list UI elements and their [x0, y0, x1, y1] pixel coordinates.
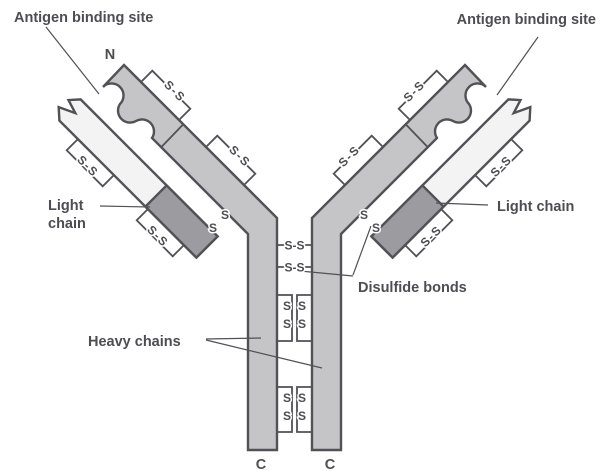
disulfide-bonds-leader-pair: [352, 225, 372, 276]
n-terminus-label: N: [105, 47, 115, 63]
heavy-chains-leader-right: [205, 339, 323, 369]
ss-label-hinge-1: S-S: [284, 239, 304, 253]
ss-label-heavy-left-upper: S-S: [161, 78, 188, 105]
light-chain-right-leader: [435, 202, 489, 206]
heavy-chains-label: Heavy chains: [88, 334, 181, 350]
c-terminus-left-label: C: [256, 457, 267, 471]
left-half-structure: [57, 63, 294, 452]
light-chain-left-label-line2: chain: [48, 216, 86, 232]
ss-label-heavy-left-lower: S-S: [226, 143, 253, 170]
heavy-chains-leader-left: [205, 337, 262, 340]
light-chain-left-leader: [99, 205, 151, 208]
antigen-binding-site-left-label: Antigen binding site: [14, 10, 153, 26]
s-label-stem-loop1-right-bottom: S: [298, 317, 306, 331]
s-label-interchain-left-upper: S: [221, 208, 229, 222]
ss-label-heavy-right-upper: S-S: [401, 78, 428, 105]
ss-label-heavy-right-lower: S-S: [336, 143, 363, 170]
s-label-stem-loop1-left-top: S: [283, 299, 291, 313]
s-label-stem-loop1-left-bottom: S: [283, 317, 291, 331]
light-chain-left-label-line1: Light: [48, 198, 84, 214]
s-label-stem-loop1-right-top: S: [298, 299, 306, 313]
s-label-interchain-left-lower: S: [209, 221, 217, 235]
s-label-stem-loop2-right-top: S: [298, 391, 306, 405]
ss-label-hinge-2: S-S: [284, 261, 304, 275]
c-terminus-right-label: C: [325, 457, 336, 471]
s-label-interchain-right-upper: S: [360, 208, 368, 222]
s-label-interchain-right-lower: S: [372, 221, 380, 235]
s-label-stem-loop2-right-bottom: S: [298, 409, 306, 423]
s-label-stem-loop2-left-bottom: S: [283, 409, 291, 423]
disulfide-bonds-leader-hinge: [299, 270, 354, 277]
right-half-structure: [295, 63, 532, 452]
antigen-binding-site-right-label: Antigen binding site: [457, 12, 596, 28]
light-chain-right-label: Light chain: [497, 199, 574, 215]
antigen-binding-site-left-leader: [45, 26, 100, 95]
antigen-binding-site-right-leader: [496, 36, 539, 96]
disulfide-bonds-label: Disulfide bonds: [358, 280, 467, 296]
s-label-stem-loop2-left-top: S: [283, 391, 291, 405]
